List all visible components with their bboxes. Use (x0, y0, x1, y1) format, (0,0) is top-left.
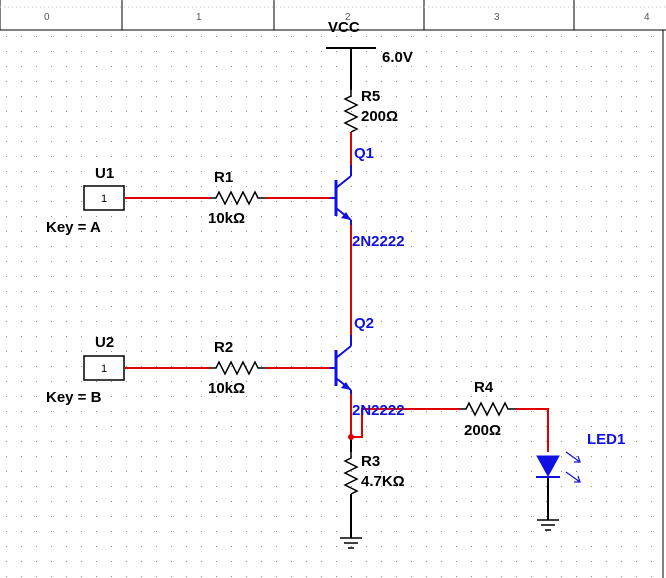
u1-name: U1 (95, 165, 114, 182)
u2-pin-label: 1 (101, 363, 107, 375)
u2-name: U2 (95, 334, 114, 351)
r2-name: R2 (214, 339, 233, 356)
q1-model: 2N2222 (352, 233, 405, 250)
led1-name: LED1 (587, 431, 625, 448)
ground-r3[interactable] (340, 537, 362, 549)
switch-u1[interactable]: 1 U1 Key = A (46, 165, 125, 236)
r1-name: R1 (214, 169, 233, 186)
r4-value: 200Ω (464, 422, 501, 439)
ground-led1[interactable] (537, 519, 559, 531)
switch-u2[interactable]: 1 U2 Key = B (46, 334, 125, 406)
grid-background (0, 30, 666, 578)
wire-junction (348, 434, 354, 440)
vcc-source[interactable]: VCC 6.0V (326, 19, 413, 66)
ruler-mark-2: 2 (345, 12, 351, 23)
ruler: 0 1 2 3 4 (0, 0, 666, 31)
ruler-mark-3: 3 (494, 12, 500, 23)
r1-value: 10kΩ (208, 210, 245, 227)
vcc-value: 6.0V (382, 49, 413, 66)
resistor-r3[interactable]: R3 4.7KΩ (343, 452, 405, 495)
u1-pin-label: 1 (101, 193, 107, 205)
wires (125, 48, 549, 538)
resistor-r4[interactable]: R4 200Ω (460, 379, 516, 439)
ruler-mark-4: 4 (644, 12, 650, 23)
led-led1[interactable]: LED1 (536, 431, 625, 483)
r2-value: 10kΩ (208, 380, 245, 397)
ruler-mark-1: 1 (196, 12, 202, 23)
vcc-label: VCC (328, 19, 360, 36)
transistor-q2[interactable] (330, 335, 352, 394)
resistor-r2[interactable]: R2 10kΩ (208, 339, 266, 397)
ruler-mark-0: 0 (44, 12, 50, 23)
r3-value: 4.7KΩ (361, 473, 405, 490)
q1-name: Q1 (354, 145, 374, 162)
resistor-r1[interactable]: R1 10kΩ (208, 169, 266, 227)
led-light-arrows-icon (565, 451, 581, 483)
r3-name: R3 (361, 453, 380, 470)
q2-name: Q2 (354, 315, 374, 332)
u2-key: Key = B (46, 389, 102, 406)
resistor-r5[interactable]: R5 200Ω (343, 88, 398, 133)
r5-name: R5 (361, 88, 380, 105)
q2-model: 2N2222 (352, 402, 405, 419)
r5-value: 200Ω (361, 108, 398, 125)
u1-key: Key = A (46, 219, 101, 236)
transistor-q1[interactable] (330, 165, 352, 225)
r4-name: R4 (474, 379, 494, 396)
